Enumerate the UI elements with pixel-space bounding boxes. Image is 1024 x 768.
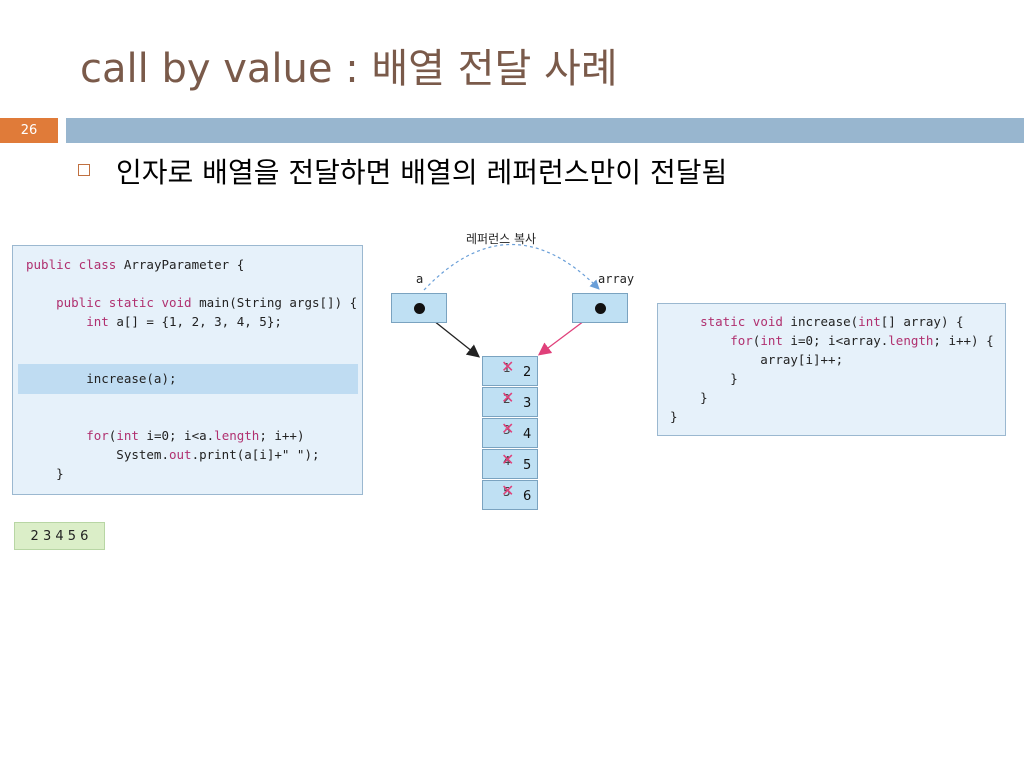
program-output: 2 3 4 5 6 bbox=[14, 522, 105, 550]
code-keyword: for bbox=[730, 333, 753, 348]
new-value: 3 bbox=[523, 396, 532, 411]
old-value: 4 bbox=[503, 454, 511, 468]
array-cell: 5✕ 6 bbox=[482, 480, 538, 510]
code-text: } bbox=[670, 409, 678, 424]
page-number: 26 bbox=[0, 118, 58, 143]
increase-code: static void increase(int[] array) { for(… bbox=[670, 312, 994, 426]
code-text: increase( bbox=[782, 314, 859, 329]
call-highlight bbox=[18, 364, 358, 394]
array-cell: 4✕ 5 bbox=[482, 449, 538, 479]
code-keyword: int bbox=[858, 314, 881, 329]
slide-title: call by value : 배열 전달 사례 bbox=[80, 46, 618, 92]
code-text: System. bbox=[26, 447, 169, 462]
var-a-box bbox=[391, 293, 447, 323]
cross-out-icon: ✕ bbox=[501, 481, 515, 500]
code-keyword: int bbox=[86, 314, 109, 329]
pointer-dot bbox=[414, 303, 425, 314]
code-keyword: public class bbox=[26, 257, 117, 272]
code-text: i=0; i<a. bbox=[138, 428, 215, 443]
copy-arc bbox=[423, 244, 600, 291]
code-line: System.out.print(a[i]+" "); bbox=[26, 445, 357, 464]
old-value: 2 bbox=[503, 392, 511, 406]
code-line: increase(a); bbox=[26, 369, 357, 388]
code-line: static void increase(int[] array) { bbox=[670, 312, 994, 331]
code-text: [] array) { bbox=[880, 314, 964, 329]
code-text: } bbox=[670, 390, 708, 405]
code-text: .print(a[i]+" "); bbox=[191, 447, 320, 462]
code-keyword: for bbox=[86, 428, 109, 443]
code-text: ; i++) { bbox=[933, 333, 994, 348]
code-text: i=0; i<array. bbox=[782, 333, 889, 348]
code-text: ( bbox=[752, 333, 761, 348]
cross-out-icon: ✕ bbox=[501, 388, 515, 407]
code-line: public static void main(String args[]) { bbox=[26, 293, 357, 312]
old-value: 3 bbox=[503, 423, 511, 437]
bullet-square-icon bbox=[78, 164, 90, 176]
code-keyword: public static void bbox=[56, 295, 192, 310]
code-text: increase(a); bbox=[26, 371, 177, 386]
code-keyword: int bbox=[760, 333, 783, 348]
main-code: public class ArrayParameter { public sta… bbox=[26, 255, 357, 483]
code-line: int a[] = {1, 2, 3, 4, 5}; bbox=[26, 312, 357, 331]
header-bar bbox=[66, 118, 1024, 143]
new-value: 4 bbox=[523, 427, 532, 442]
cross-out-icon: ✕ bbox=[501, 357, 515, 376]
code-line: } bbox=[670, 369, 994, 388]
code-line: for(int i=0; i<a.length; i++) bbox=[26, 426, 357, 445]
code-keyword: static void bbox=[700, 314, 783, 329]
new-value: 6 bbox=[523, 489, 532, 504]
code-text: array[i]++; bbox=[670, 352, 844, 367]
pointer-dot bbox=[595, 303, 606, 314]
array-cell: 3✕ 4 bbox=[482, 418, 538, 448]
code-keyword: out bbox=[169, 447, 192, 462]
code-line: } bbox=[670, 407, 994, 426]
code-text: a[] = {1, 2, 3, 4, 5}; bbox=[108, 314, 282, 329]
new-value: 5 bbox=[523, 458, 532, 473]
var-a-label: a bbox=[416, 272, 424, 286]
var-array-label: array bbox=[598, 272, 635, 286]
code-text: } bbox=[670, 371, 738, 386]
cross-out-icon: ✕ bbox=[501, 419, 515, 438]
cross-out-icon: ✕ bbox=[501, 450, 515, 469]
old-value: 1 bbox=[503, 361, 511, 375]
code-line: public class ArrayParameter { bbox=[26, 255, 357, 274]
new-value: 2 bbox=[523, 365, 532, 380]
bullet-text: 인자로 배열을 전달하면 배열의 레퍼런스만이 전달됨 bbox=[116, 156, 728, 189]
code-line: } bbox=[670, 388, 994, 407]
code-line: for(int i=0; i<array.length; i++) { bbox=[670, 331, 994, 350]
array-cell: 1✕ 2 bbox=[482, 356, 538, 386]
code-line: } bbox=[26, 464, 357, 483]
code-keyword: length bbox=[214, 428, 260, 443]
copy-label: 레퍼런스 복사 bbox=[466, 232, 537, 246]
var-array-box bbox=[572, 293, 628, 323]
code-text: } bbox=[26, 466, 64, 481]
code-text: ( bbox=[108, 428, 117, 443]
code-text: main(String args[]) { bbox=[191, 295, 358, 310]
code-text: ; i++) bbox=[259, 428, 305, 443]
old-value: 5 bbox=[503, 485, 511, 499]
increase-code-box bbox=[657, 303, 1006, 436]
code-keyword: length bbox=[888, 333, 934, 348]
code-text: ArrayParameter { bbox=[116, 257, 245, 272]
code-keyword: int bbox=[116, 428, 139, 443]
code-line: array[i]++; bbox=[670, 350, 994, 369]
array-cell: 2✕ 3 bbox=[482, 387, 538, 417]
